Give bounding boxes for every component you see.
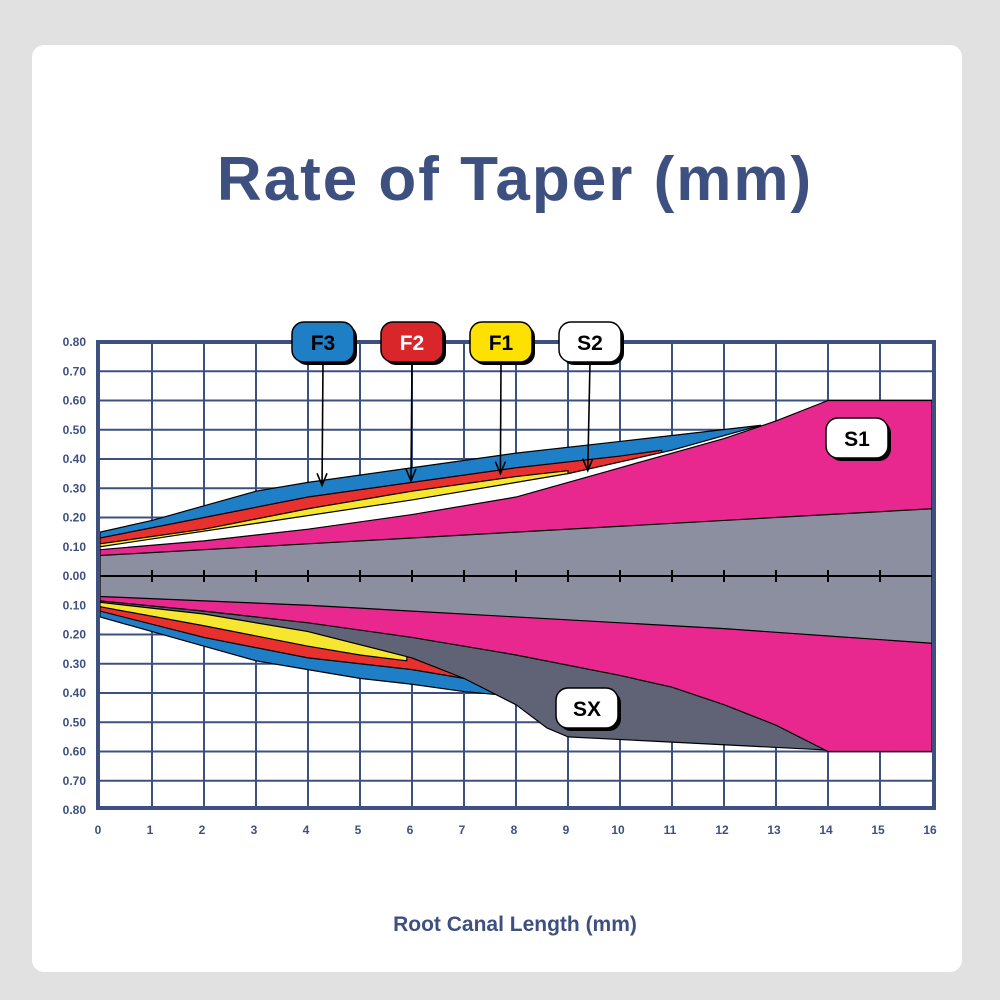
series-label-s1: S1 — [825, 417, 891, 461]
x-tick-label: 3 — [251, 823, 258, 837]
label-text: S2 — [577, 332, 603, 355]
y-tick-label: 0.50 — [63, 423, 87, 437]
series-label-f1: F1 — [469, 321, 535, 476]
y-tick-label: 0.10 — [63, 598, 87, 612]
arrowhead-icon — [405, 468, 417, 484]
y-tick-label: 0.30 — [63, 657, 87, 671]
label-text: F3 — [311, 332, 336, 355]
y-tick-label: 0.80 — [63, 335, 87, 349]
y-tick-label: 0.70 — [63, 774, 87, 788]
series-label-sx: SX — [555, 687, 621, 731]
y-tick-label: 0.60 — [63, 394, 87, 408]
x-tick-label: 16 — [923, 823, 937, 837]
label-box — [380, 321, 444, 363]
y-tick-label: 0.70 — [63, 364, 87, 378]
taper-areas — [99, 399, 933, 753]
y-tick-label: 0.40 — [63, 686, 87, 700]
x-axis-title: Root Canal Length (mm) — [393, 913, 637, 936]
label-box — [555, 687, 619, 729]
y-tick-label: 0.20 — [63, 511, 87, 525]
x-tick-label: 5 — [355, 823, 362, 837]
x-tick-label: 13 — [767, 823, 781, 837]
x-tick-label: 2 — [199, 823, 206, 837]
x-tick-label: 12 — [715, 823, 729, 837]
x-tick-label: 7 — [459, 823, 466, 837]
y-tick-label: 0.20 — [63, 628, 87, 642]
label-box — [469, 321, 533, 363]
x-tick-label: 14 — [819, 823, 833, 837]
series-label-f3: F3 — [291, 321, 357, 488]
label-text: F2 — [400, 332, 425, 355]
label-arrow — [586, 361, 591, 471]
x-tick-label: 15 — [871, 823, 885, 837]
x-tick-label: 4 — [303, 823, 310, 837]
x-tick-label: 10 — [611, 823, 625, 837]
chart-title: Rate of Taper (mm) — [217, 145, 813, 214]
x-tick-label: 11 — [664, 823, 677, 837]
y-tick-label: 0.30 — [63, 481, 87, 495]
y-tick-label: 0.40 — [63, 452, 87, 466]
label-text: S1 — [844, 428, 870, 451]
x-tick-label: 0 — [95, 823, 102, 837]
y-tick-label: 0.60 — [63, 745, 87, 759]
x-tick-label: 1 — [147, 823, 154, 837]
y-tick-label: 0.00 — [63, 569, 87, 583]
label-box — [825, 417, 889, 459]
y-tick-label: 0.50 — [63, 715, 87, 729]
label-arrow — [410, 361, 413, 481]
y-tick-label: 0.10 — [63, 540, 87, 554]
x-tick-label: 6 — [407, 823, 414, 837]
arrowhead-icon — [316, 473, 328, 488]
x-tick-label: 8 — [511, 823, 518, 837]
label-text: F1 — [489, 332, 514, 355]
arrowhead-icon — [494, 461, 507, 476]
arrowhead-icon — [582, 458, 594, 473]
y-tick-label: 0.80 — [63, 803, 87, 817]
x-tick-label: 9 — [563, 823, 570, 837]
series-label-f2: F2 — [380, 321, 446, 484]
label-arrow — [499, 361, 502, 474]
label-arrow — [321, 361, 324, 486]
series-label-s2: S2 — [558, 321, 624, 473]
label-box — [291, 321, 355, 363]
label-text: SX — [573, 698, 601, 721]
label-box — [558, 321, 622, 363]
